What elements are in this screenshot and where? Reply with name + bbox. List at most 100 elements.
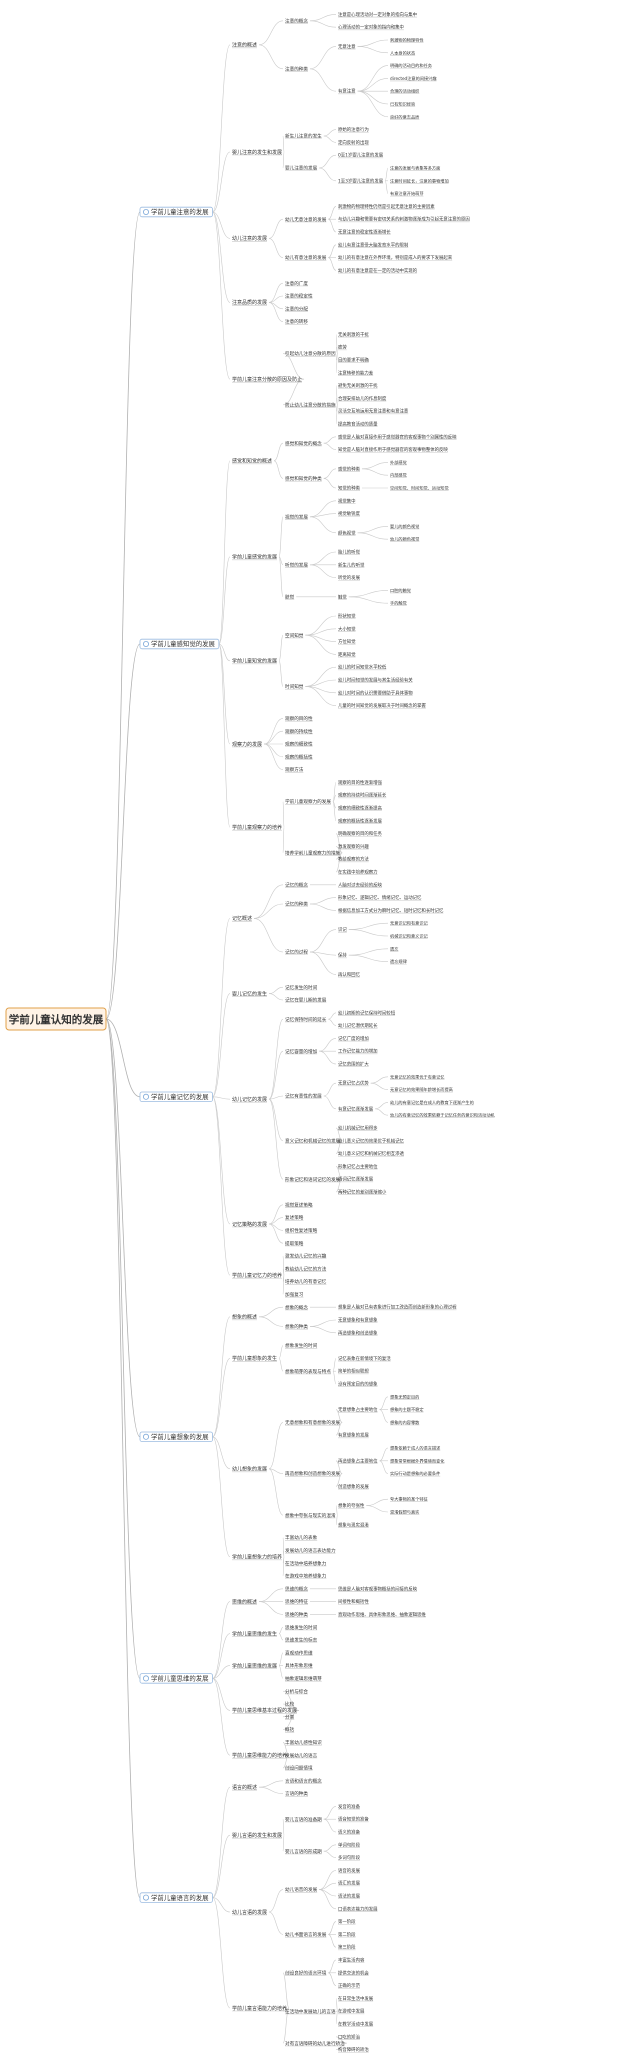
- leaf-node[interactable]: 言语的种类: [285, 1790, 308, 1797]
- leaf-node[interactable]: 观察的目的性: [285, 715, 313, 722]
- topic-node[interactable]: 学前儿童知觉的发展: [232, 658, 278, 665]
- topic-node[interactable]: 感觉和知觉的种类: [285, 475, 322, 482]
- leaf-node[interactable]: 空间知觉、时间知觉、运动知觉: [390, 484, 449, 491]
- leaf-node[interactable]: 在游戏中培养想象力: [285, 1573, 327, 1580]
- leaf-node[interactable]: 思维发生的标志: [285, 1637, 318, 1644]
- leaf-node[interactable]: 发展幼儿的语言: [285, 1752, 318, 1759]
- leaf-node[interactable]: 心理活动的一定对象的指向和集中: [338, 24, 404, 31]
- leaf-node[interactable]: 注意转移的能力差: [338, 369, 374, 376]
- leaf-node[interactable]: 知觉是人脑对直接作用于感觉器官的客观事物整体的反映: [338, 446, 448, 453]
- leaf-node[interactable]: 发展幼儿的语言表达能力: [285, 1547, 336, 1554]
- topic-node[interactable]: 想象中夸张与现实的混淆: [285, 1512, 336, 1519]
- leaf-node[interactable]: 单词句阶段: [338, 1841, 361, 1848]
- topic-node[interactable]: 学前儿童记忆力的培养: [232, 1272, 283, 1279]
- leaf-node[interactable]: 具体形象思维: [285, 1662, 313, 1669]
- topic-node[interactable]: 注意的概述: [232, 42, 258, 49]
- leaf-node[interactable]: 言语和语言的概念: [285, 1777, 322, 1784]
- leaf-node[interactable]: 想象依赖于成人的语言描述: [390, 1444, 441, 1451]
- leaf-node[interactable]: 分析与综合: [285, 1688, 308, 1695]
- topic-node[interactable]: 婴儿言语的准备期: [285, 1816, 322, 1823]
- topic-node[interactable]: 引起幼儿注意分散的原因: [285, 350, 336, 357]
- leaf-node[interactable]: 夸大事物的某个特征: [390, 1496, 429, 1503]
- leaf-node[interactable]: 思维是人脑对客观事物概括的间接的反映: [338, 1585, 418, 1592]
- topic-node[interactable]: 保持: [338, 952, 347, 959]
- topic-node[interactable]: 感觉和知觉的概述: [232, 458, 273, 465]
- leaf-node[interactable]: 培养幼儿的有意记忆: [285, 1278, 327, 1285]
- leaf-node[interactable]: 儿童的时间知觉的发展取决于时间概念的掌握: [338, 702, 426, 709]
- leaf-node[interactable]: 疲劳: [338, 344, 347, 351]
- leaf-node[interactable]: 灵活交互地运用无意注意和有意注意: [338, 408, 409, 415]
- leaf-node[interactable]: 刺激物的物理特性: [390, 36, 424, 43]
- leaf-node[interactable]: 机械识记和意义识记: [390, 932, 429, 939]
- topic-node[interactable]: 学前儿童思维的发生: [232, 1630, 278, 1637]
- topic-node[interactable]: 学前儿童观察力的培养: [232, 824, 283, 831]
- leaf-node[interactable]: 幼儿的有意记忆的效果依赖于记忆任务的意识和活动动机: [390, 1112, 496, 1119]
- leaf-node[interactable]: 无意想象和有意想象: [338, 1317, 378, 1324]
- topic-node[interactable]: 防止幼儿注意分散的措施: [285, 401, 336, 408]
- leaf-node[interactable]: 感觉是人脑对直接作用于感觉器官的客观事物个别属性的反映: [338, 433, 457, 440]
- leaf-node[interactable]: 简单的相似联想: [338, 1368, 369, 1375]
- leaf-node[interactable]: 无意注意的稳定性逐渐增长: [338, 229, 391, 236]
- root-node[interactable]: 学前儿童认知的发展: [5, 1007, 107, 1031]
- leaf-node[interactable]: 观察的细致性逐渐提高: [338, 805, 383, 812]
- leaf-node[interactable]: 内部感觉: [390, 472, 407, 479]
- topic-node[interactable]: 观察力的发展: [232, 741, 263, 748]
- leaf-node[interactable]: 加强复习: [285, 1291, 304, 1298]
- leaf-node[interactable]: 想象发生的时间: [285, 1342, 318, 1349]
- topic-node[interactable]: 幼儿言语的发展: [232, 1909, 268, 1916]
- leaf-node[interactable]: 形状知觉: [338, 613, 356, 620]
- topic-node[interactable]: 幼儿有意注意的发展: [285, 254, 327, 261]
- leaf-node[interactable]: 定向反射的出现: [338, 139, 369, 146]
- leaf-node[interactable]: 有意注意开始萌芽: [390, 190, 424, 197]
- leaf-node[interactable]: 教给观察的方法: [338, 856, 369, 863]
- topic-node[interactable]: 思维的特征: [285, 1598, 308, 1605]
- leaf-node[interactable]: 明确观察的目的和任务: [338, 830, 383, 837]
- topic-node[interactable]: 婴儿记忆的发生: [232, 990, 268, 997]
- topic-node[interactable]: 新生儿注意的发生: [285, 133, 322, 140]
- leaf-node[interactable]: 在实践中培养观察力: [338, 869, 378, 876]
- leaf-node[interactable]: 想象无预定目的: [390, 1393, 420, 1400]
- leaf-node[interactable]: 手的触觉: [390, 600, 407, 607]
- leaf-node[interactable]: 幼儿的有意记忆是在成人的教育下逐渐产生的: [390, 1099, 474, 1106]
- topic-node[interactable]: 触觉: [338, 593, 347, 600]
- topic-node[interactable]: 想象的种类: [285, 1323, 308, 1330]
- leaf-node[interactable]: 在日常生活中发展: [338, 1995, 374, 2002]
- topic-node[interactable]: 时间知觉: [285, 683, 304, 690]
- leaf-node[interactable]: 再造想象和创造想象: [338, 1329, 378, 1336]
- topic-node[interactable]: 视觉的发展: [285, 513, 308, 520]
- leaf-node[interactable]: 无意记忆的效果随年龄增长而提高: [390, 1086, 453, 1093]
- leaf-node[interactable]: 记忆范围的扩大: [338, 1061, 369, 1068]
- leaf-node[interactable]: 视觉复述策略: [285, 1201, 313, 1208]
- topic-node[interactable]: 记忆的过程: [285, 949, 308, 956]
- topic-node[interactable]: 听觉的发展: [285, 561, 308, 568]
- leaf-node[interactable]: 遗忘规律: [390, 958, 407, 965]
- leaf-node[interactable]: 无关刺激的干扰: [338, 331, 369, 338]
- leaf-node[interactable]: 激发幼儿记忆的兴趣: [285, 1253, 327, 1260]
- leaf-node[interactable]: 外部感觉: [390, 459, 407, 466]
- leaf-node[interactable]: 幼儿的有意注意在外界环境，特别是成人的要求下发展起来: [338, 254, 453, 261]
- topic-node[interactable]: 记忆概述: [232, 915, 253, 922]
- leaf-node[interactable]: 两种记忆的差别逐渐缩小: [338, 1189, 387, 1196]
- leaf-node[interactable]: 根据信息加工方式分为瞬时记忆、短时记忆和长时记忆: [338, 907, 444, 914]
- leaf-node[interactable]: 明确的活动目的和任务: [390, 62, 433, 69]
- topic-node[interactable]: 形象记忆和语词记忆的发展: [285, 1176, 341, 1183]
- leaf-node[interactable]: 形象记忆、逻辑记忆、情绪记忆、运动记忆: [338, 894, 422, 901]
- leaf-node[interactable]: 合理的活动组织: [390, 88, 420, 95]
- leaf-node[interactable]: 幼儿意义记忆和机械记忆相互渗透: [338, 1150, 404, 1157]
- leaf-node[interactable]: 幼儿的时间知觉水平较低: [338, 664, 387, 671]
- leaf-node[interactable]: 已有知识经验: [390, 100, 416, 107]
- leaf-node[interactable]: 实际行动是想象的必要条件: [390, 1470, 441, 1477]
- branch-node[interactable]: 学前儿童注意的发展: [139, 206, 213, 218]
- topic-node[interactable]: 无意想象占主要地位: [338, 1406, 378, 1413]
- leaf-node[interactable]: 视觉敏锐度: [338, 510, 361, 517]
- leaf-node[interactable]: 刺激物的物理特性仍然是引起无意注意的主要因素: [338, 203, 435, 210]
- topic-node[interactable]: 学前儿童想象力的培养: [232, 1554, 283, 1561]
- topic-node[interactable]: 幼儿注意的发展: [232, 235, 268, 242]
- leaf-node[interactable]: 概括: [285, 1726, 295, 1733]
- leaf-node[interactable]: 听觉的发展: [338, 574, 361, 581]
- leaf-node[interactable]: 距离知觉: [338, 651, 356, 658]
- leaf-node[interactable]: 注意是心理活动对一定对象的指向与集中: [338, 11, 418, 18]
- topic-node[interactable]: 记忆有意性的发展: [285, 1093, 322, 1100]
- leaf-node[interactable]: 胎儿的听觉: [338, 549, 361, 556]
- leaf-node[interactable]: 观察的概括性逐渐发展: [338, 817, 383, 824]
